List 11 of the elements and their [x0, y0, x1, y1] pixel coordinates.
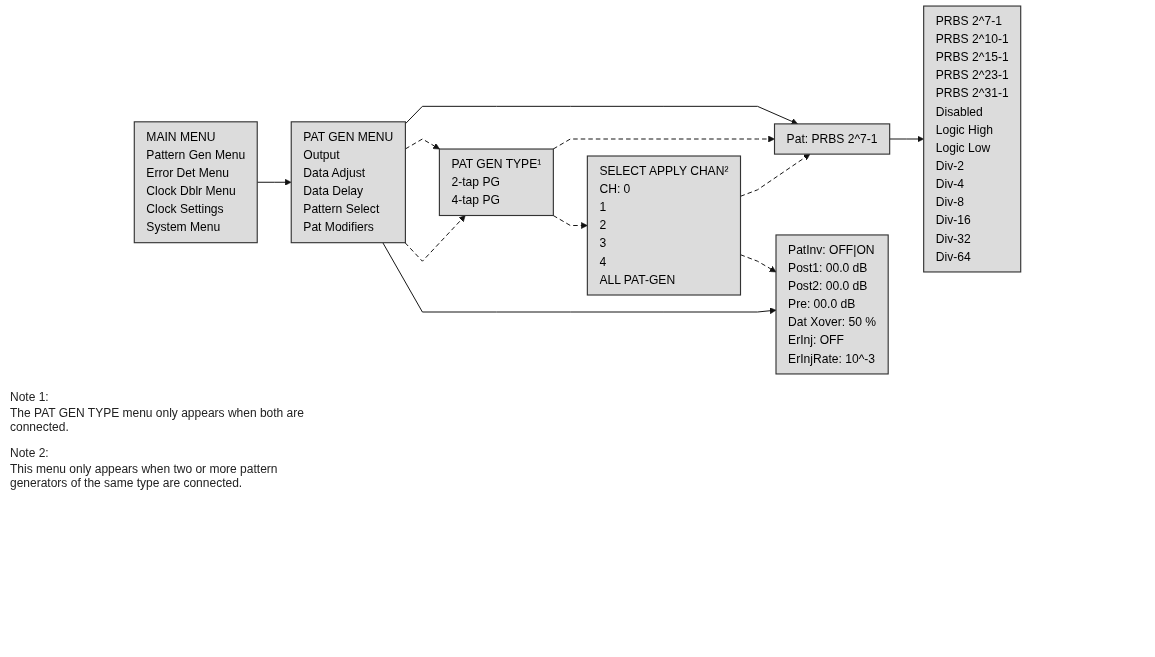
note-text: The PAT GEN TYPE menu only appears when both are connected.	[10, 406, 305, 434]
node-box: PAT GEN TYPE¹ 2-tap PG 4-tap PG	[438, 148, 554, 217]
note-text: Note 2:	[10, 446, 50, 460]
note-text: This menu only appears when two or more pattern generators of the same type are connected.	[10, 462, 279, 490]
node-box: PatInv: OFF|ON Post1: 00.0 dB Post2: 00.0 dB Pre: 00.0 dB Dat Xover: 50 % ErInj: OFF ErInjRate: 10^-3	[775, 234, 889, 375]
note-text: Note 1:	[10, 390, 50, 404]
node-box: Pat: PRBS 2^7-1	[773, 123, 891, 155]
node-box: MAIN MENU Pattern Gen Menu Error Det Menu Clock Dblr Menu Clock Settings System Menu	[133, 121, 258, 244]
node-box: SELECT APPLY CHAN² CH: 0 1 2 3 4 ALL PAT-GEN	[586, 155, 742, 296]
node-box: PRBS 2^7-1 PRBS 2^10-1 PRBS 2^15-1 PRBS 2^23-1 PRBS 2^31-1 Disabled Logic High Logic Low Div-2 Div-4 Div-8 Div-16 Div-32 Div-64	[923, 5, 1022, 273]
node-box: PAT GEN MENU Output Data Adjust Data Delay Pattern Select Pat Modifiers	[290, 121, 406, 244]
